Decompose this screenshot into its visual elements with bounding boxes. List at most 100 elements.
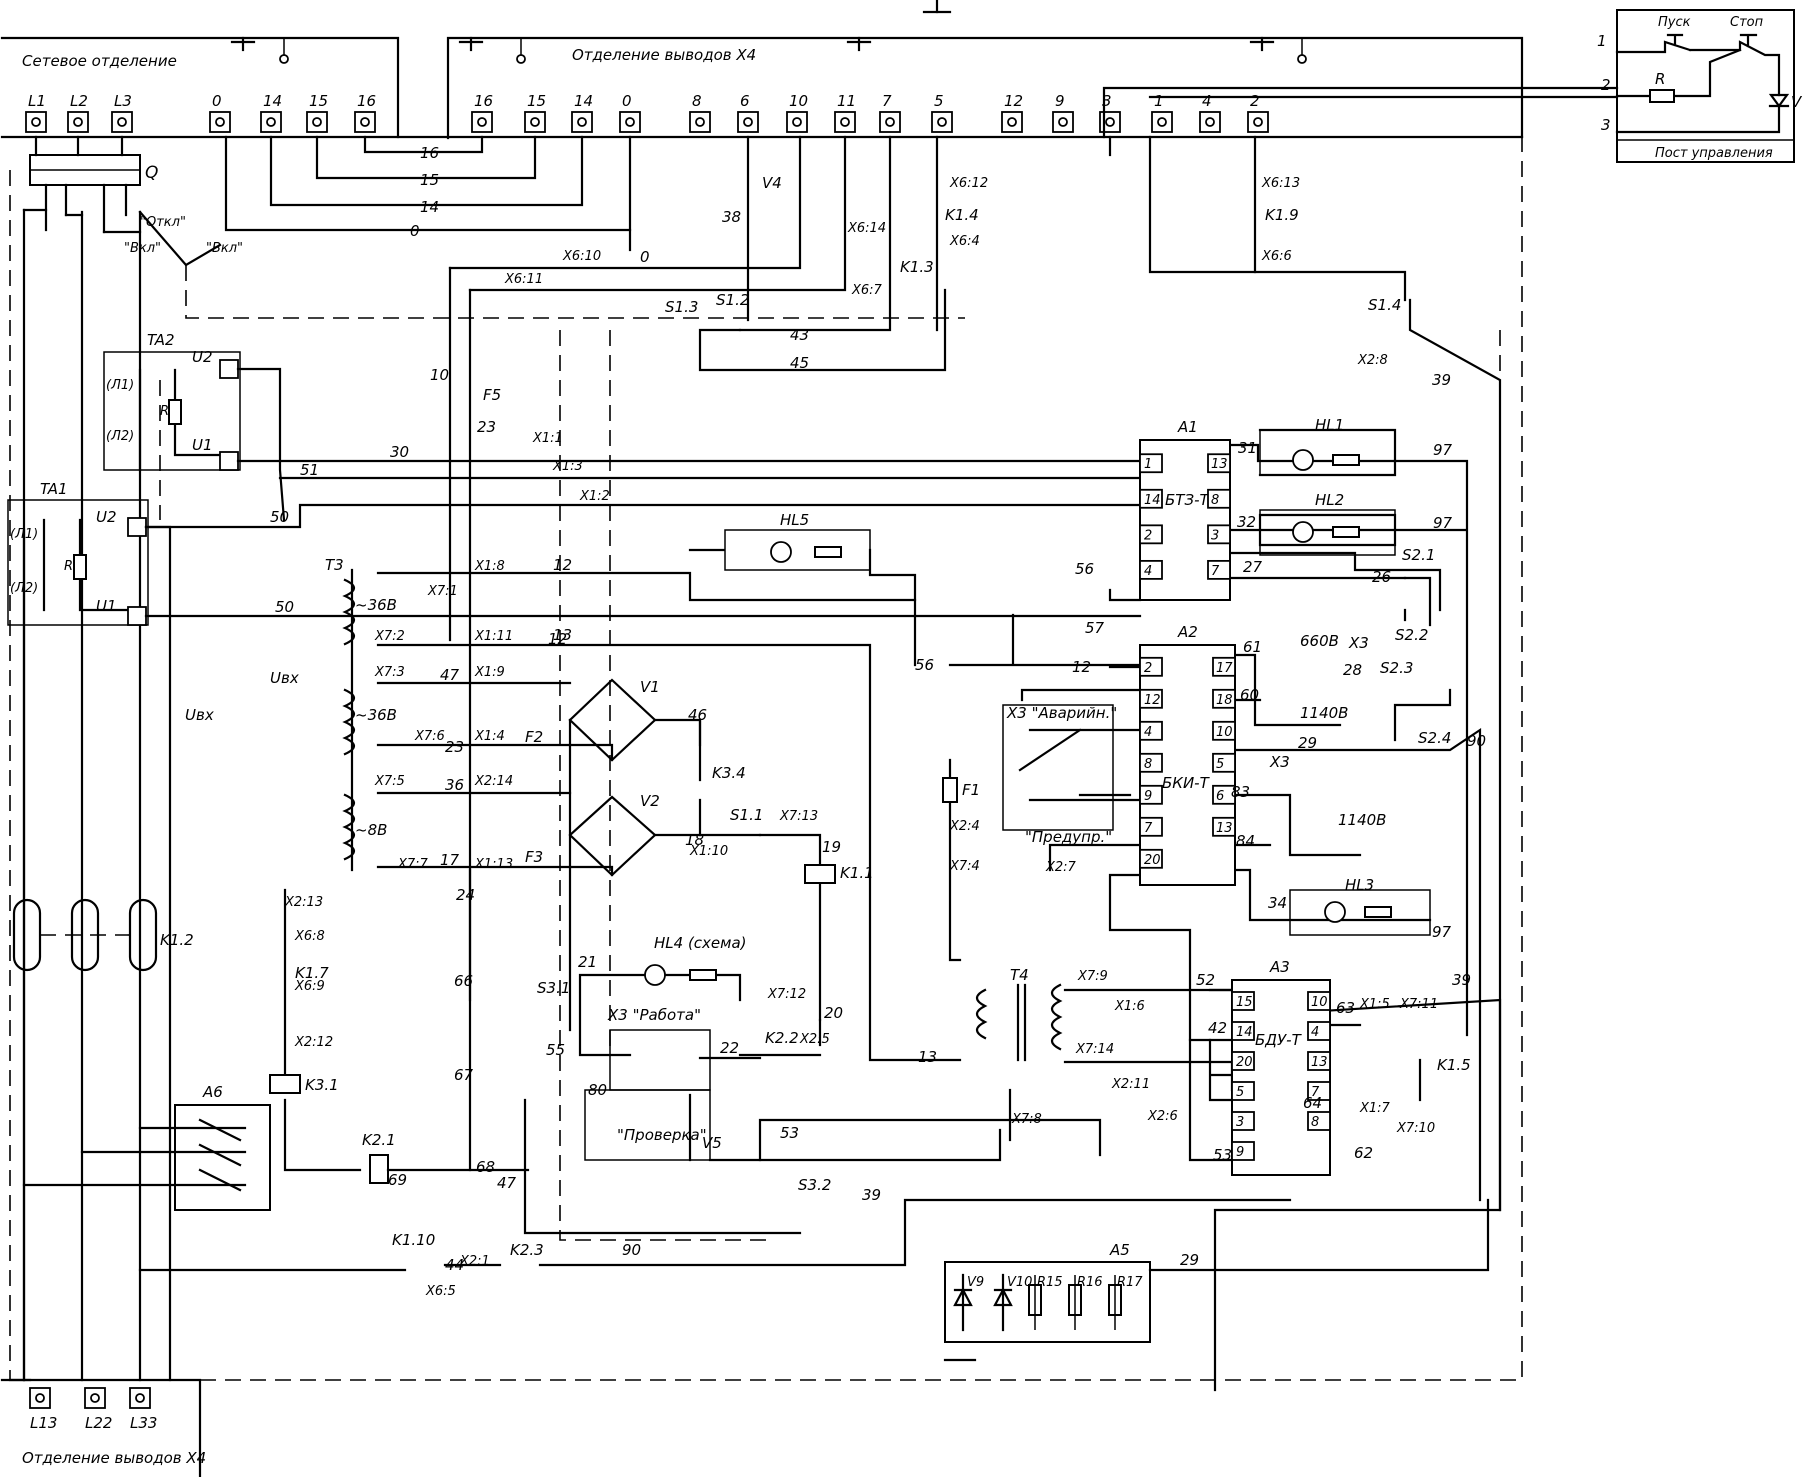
label-u-vh: Uвх [185,706,214,724]
module-pin [1231,1111,1255,1131]
module-pin-label: 8 [1311,1115,1319,1130]
label-k1-2: K1.2 [160,931,194,949]
label-f2: F2 [525,728,543,746]
a5-part-label: R16 [1077,1275,1103,1290]
label-hl1: HL1 [1315,416,1344,434]
terminal-label: 15 [527,92,546,110]
module-pin-label: 6 [1216,789,1224,804]
module-pin-label: 13 [1216,821,1233,836]
wire-number: 97 [1433,514,1453,532]
label-ta2-l1: (Л1) [106,378,134,393]
module-pin [1231,991,1255,1011]
connector-label: X1:6 [1114,999,1145,1014]
wire-number: 36 [445,776,464,794]
terminal-label: L3 [114,92,132,110]
module-pin [1307,1021,1331,1041]
wire-number: 97 [1433,441,1453,459]
wire-number: 56 [1075,560,1094,578]
wire-number: 43 [790,326,809,344]
module-ref: A3 [1269,958,1290,976]
wire-number: 52 [1196,971,1215,989]
label-a6: A6 [202,1083,223,1101]
module-pin-label: 18 [1216,693,1233,708]
terminal-label: 9 [1055,92,1065,110]
terminal-screw [1007,117,1017,127]
module-pin-label: 9 [1144,789,1152,804]
terminal-screw [1205,117,1215,127]
wire-number: 29 [1298,734,1317,752]
stop-button-label: Стоп [1730,15,1764,30]
connector-label: X7:8 [1011,1112,1042,1127]
transformer-t4 [975,983,1063,1062]
wire-number: 17 [440,851,460,869]
control-post-pin-3: 3 [1601,116,1611,134]
wire-number-labels: 1615140030515050121347233617102343453856… [270,144,1486,1274]
terminal-label: L1 [28,92,46,110]
module-pin [1212,816,1236,837]
connector-label: X2:11 [1111,1077,1150,1092]
label-ta1-l2: (Л2) [10,581,38,596]
ground-symbols-top [230,36,1307,64]
wire-number: 23 [445,738,464,756]
label-k1-1: K1.1 [840,864,874,882]
label-s3-1: S3.1 [537,979,570,997]
wire-number: 39 [862,1186,881,1204]
connector-label: X1:10 [689,844,728,859]
svg-text:R: R [1655,70,1665,88]
connector-label: X1:1 [532,431,563,446]
wire-number: 22 [720,1039,739,1057]
wire-number: 51 [300,461,319,479]
connector-label: X7:12 [767,987,806,1002]
module-pin-label: 14 [1236,1025,1253,1040]
label-q: Q [145,163,158,183]
module-pin-label: 12 [1144,693,1161,708]
module-pin [1139,784,1163,805]
wire-number: 19 [822,838,841,856]
connector-label: X7:2 [374,629,405,644]
terminal-label: 14 [263,92,282,110]
label-ta1-u1: U1 [96,597,117,615]
bottom-terminal-screw [135,1393,145,1403]
label-ta1-l1: (Л1) [10,527,38,542]
module-pin-label: 2 [1144,528,1152,543]
connector-label: X6:9 [294,979,325,994]
connector-label: X1:7 [1359,1101,1391,1116]
wire-number: 63 [1336,999,1355,1017]
network-compartment-title: Сетевое отделение [22,52,177,70]
terminal-label: 5 [934,92,944,110]
label-otkl: "Откл" [140,215,186,230]
wiring [0,86,1619,1477]
terminal-screw [477,117,487,127]
module-a6 [174,1104,271,1211]
label-f5: F5 [483,386,501,404]
label-k1-10: K1.10 [392,1231,435,1249]
connector-label: X7:13 [779,809,818,824]
wire-number: 13 [918,1048,937,1066]
terminal-screw [743,117,753,127]
module-pin-labels: A1БТЗ-Т1142413837A2БКИ-Т2124897201718105… [1139,418,1331,1161]
terminal-screw [885,117,895,127]
connector-label: X1:9 [474,665,505,680]
outputs-compartment-title: Отделение выводов X4 [572,46,756,64]
terminal-screw [31,117,41,127]
label-s1-2: S1.2 [716,291,749,309]
wire-number: 50 [275,598,294,616]
terminal-label: 3 [1102,92,1112,110]
label-k1-4: K1.4 [945,206,979,224]
wire-number: 26 [1372,568,1391,586]
terminal-screw [117,117,127,127]
wire-number: 64 [1303,1094,1322,1112]
terminal-screw [215,117,225,127]
connector-label: X6:10 [562,249,601,264]
connector-label: X1:8 [474,559,505,574]
module-pin [1139,688,1163,709]
label-f3: F3 [525,848,543,866]
label-k2-1: K2.1 [362,1131,396,1149]
module-pin-label: 4 [1144,564,1152,579]
connector-label: X6:12 [949,176,988,191]
module-name: БКИ-Т [1162,774,1211,792]
module-pin-label: 3 [1236,1115,1244,1130]
module-pin [1212,752,1236,773]
terminal-label: 10 [789,92,808,110]
